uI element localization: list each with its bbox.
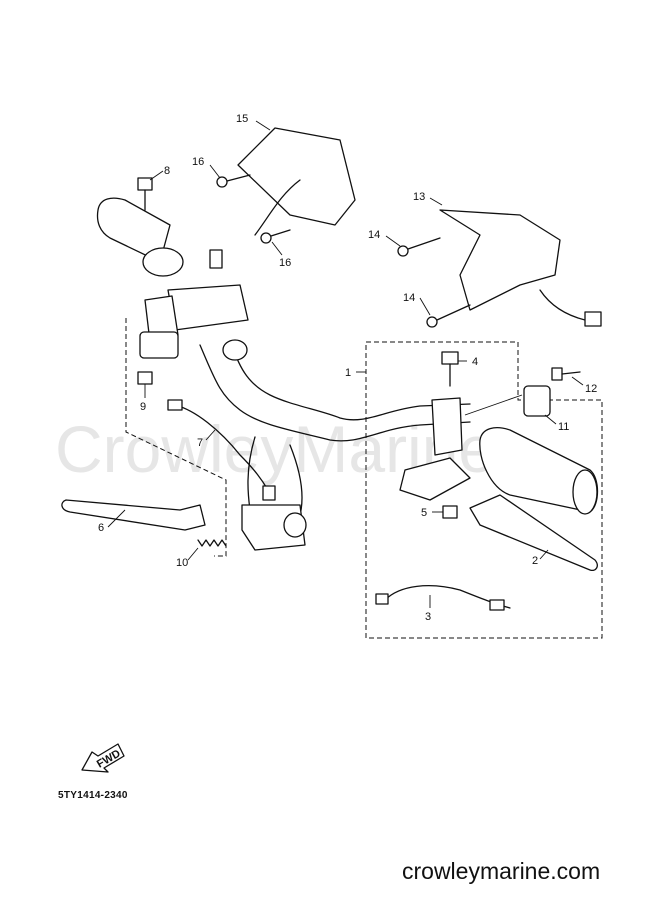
- switch-housing-lower: [241, 504, 307, 551]
- fwd-arrow-icon: FWD: [81, 743, 125, 773]
- callout-5: 5: [421, 507, 427, 519]
- callout-3: 3: [425, 611, 431, 623]
- assembly-box-1: [365, 341, 603, 639]
- callout-2: 2: [532, 555, 538, 567]
- callout-13: 13: [413, 191, 425, 203]
- bolt-16a: [216, 174, 251, 188]
- switch-housing-upper: [209, 127, 356, 269]
- left-lever: [61, 499, 206, 531]
- callout-10: 10: [176, 557, 188, 569]
- callout-16a: 16: [192, 156, 204, 168]
- right-grip: [479, 427, 599, 515]
- right-switch-housing: [439, 209, 602, 327]
- callout-9: 9: [140, 401, 146, 413]
- master-cylinder: [139, 284, 249, 361]
- callout-14a: 14: [368, 229, 380, 241]
- nut-5: [442, 505, 458, 519]
- right-lever: [469, 494, 598, 572]
- callout-1: 1: [345, 367, 351, 379]
- wire-harness-3: [375, 585, 511, 611]
- nut-9: [137, 371, 153, 385]
- callout-4: 4: [472, 356, 478, 368]
- callout-8: 8: [164, 165, 170, 177]
- spring: [197, 539, 227, 547]
- callout-11: 11: [558, 421, 569, 433]
- diagram-code: 5TY1414-2340: [58, 790, 128, 801]
- bolt-16b: [260, 229, 291, 244]
- assembly-box-left: [125, 318, 227, 557]
- cable-7: [167, 399, 276, 501]
- leader-lines: [107, 120, 584, 608]
- bolt-12: [551, 367, 581, 381]
- fwd-label: FWD: [95, 748, 123, 771]
- clamp-11: [523, 385, 551, 417]
- callout-6: 6: [98, 522, 104, 534]
- bolt-14a: [397, 237, 441, 257]
- bolt-4: [441, 351, 459, 387]
- callouts: 8 9 10 6 7 1 4 5 2 3 11 12 13 14 14 15 1…: [98, 113, 597, 623]
- callout-12: 12: [585, 383, 597, 395]
- lever-bracket: [399, 397, 471, 501]
- callout-16b: 16: [279, 257, 291, 269]
- bolt-8: [137, 177, 153, 211]
- callout-15: 15: [236, 113, 248, 125]
- callout-14b: 14: [403, 292, 415, 304]
- bolt-14b: [426, 304, 471, 328]
- left-grip: [96, 197, 184, 277]
- site-footer: crowleymarine.com: [402, 858, 601, 884]
- callout-7: 7: [197, 437, 203, 449]
